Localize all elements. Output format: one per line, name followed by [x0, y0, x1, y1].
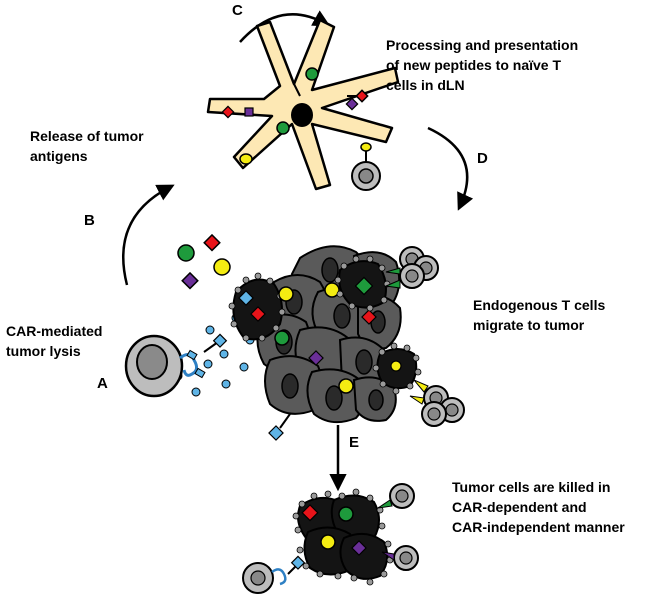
dying-tumor-cell-right-bottom [372, 342, 422, 395]
step-label-d: D [477, 150, 488, 167]
dendritic-cell-nucleus [291, 103, 313, 127]
release-label-line2: antigens [30, 148, 88, 164]
naive-t-cell [351, 161, 381, 191]
killed-label-line1: Tumor cells are killed in [452, 479, 610, 495]
step-label-c: C [232, 2, 243, 19]
antigen-red-presented [355, 89, 369, 103]
antigen-red-inside [221, 105, 235, 119]
antigen-light-blue-car-target [212, 333, 228, 348]
processing-label-line1: Processing and presentation [386, 37, 578, 53]
killed-label-line3: CAR-independent manner [452, 519, 625, 535]
antigen-yellow-killed [320, 534, 336, 550]
antigen-purple-inside [244, 107, 254, 117]
step-label-e: E [349, 434, 359, 451]
arrow-c [239, 10, 331, 43]
antigen-purple-tumor [308, 350, 324, 366]
antigen-green-inside [276, 121, 290, 135]
endogenous-t-cell-killer-bottom [381, 545, 419, 571]
antigen-green-presented [305, 67, 319, 81]
antigen-red-killed [301, 504, 319, 522]
antigen-purple-killed [351, 540, 367, 556]
antigen-yellow-tumor [390, 360, 402, 372]
release-label-line1: Release of tumor [30, 128, 144, 144]
killed-tumor-cluster [292, 488, 394, 586]
arrow-d [427, 126, 474, 211]
dendritic-cell [206, 18, 400, 191]
antigen-purple-free [181, 271, 199, 290]
antigen-light-blue-shed [268, 425, 284, 441]
car-t-cell-killer [242, 555, 306, 594]
processing-label-line3: cells in dLN [386, 77, 465, 93]
antigen-yellow-presented [360, 142, 372, 152]
processing-label-line2: of new peptides to naïve T [386, 57, 561, 73]
antigen-yellow-tumor [324, 282, 340, 298]
car-t-cell [124, 333, 228, 398]
antigen-purple-presented [345, 97, 359, 111]
dying-tumor-cell-right-top [334, 255, 391, 312]
step-label-b: B [84, 212, 95, 229]
antigen-red-tumor [250, 306, 266, 322]
endogenous-t-cells-top [384, 246, 439, 289]
endogenous-t-cells-bottom [409, 379, 465, 427]
killed-label-line2: CAR-dependent and [452, 499, 587, 515]
antigen-yellow-tumor [338, 378, 354, 394]
dying-tumor-cell-left [228, 272, 286, 342]
antigen-yellow-free [213, 258, 231, 276]
antigen-green-killed [338, 506, 354, 522]
antigen-yellow-inside [239, 153, 253, 165]
arrow-b [122, 184, 175, 286]
migrate-label-line2: migrate to tumor [473, 317, 585, 333]
antigen-red-tumor [361, 309, 377, 325]
antigen-green-tumor [354, 276, 374, 296]
antigen-green-free [177, 244, 195, 262]
migrate-label-line1: Endogenous T cells [473, 297, 605, 313]
antigen-green-tumor [274, 330, 290, 346]
antigen-red-free [203, 233, 221, 252]
car-lysis-label-line1: CAR-mediated [6, 323, 102, 339]
antigen-light-blue-killed [290, 555, 306, 570]
car-lysis-label-line2: tumor lysis [6, 343, 81, 359]
antigen-yellow-tumor [278, 286, 294, 302]
antigen-light-blue-tumor [238, 290, 254, 306]
endogenous-t-cell-killer-top [377, 483, 415, 509]
step-label-a: A [97, 375, 108, 392]
